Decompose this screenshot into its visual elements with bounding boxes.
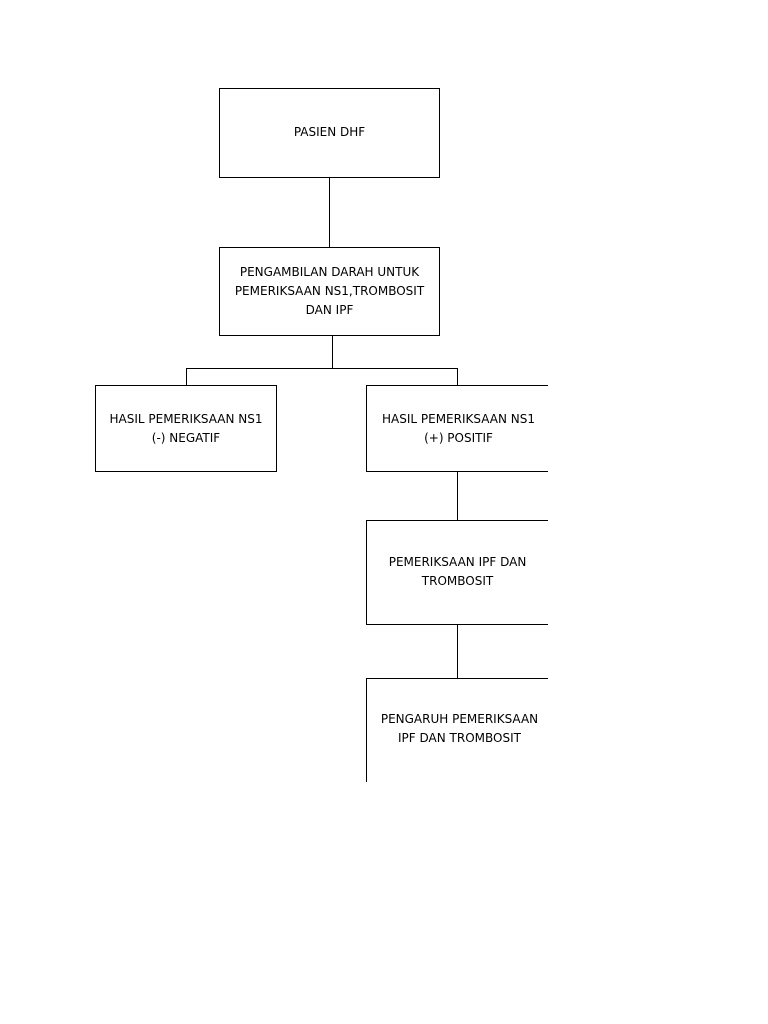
connector-branch-left (186, 368, 187, 385)
node-pasien-dhf-label: PASIEN DHF (293, 125, 366, 139)
node-pengambilan-darah-label: PENGAMBILAN DARAH UNTUK PEMERIKSAAN NS1,… (234, 265, 425, 317)
node-pengaruh-pemeriksaan-label: PENGARUH PEMERIKSAAN IPF DAN TROMBOSIT (380, 712, 539, 745)
node-hasil-negatif-label: HASIL PEMERIKSAAN NS1 (-) NEGATIF (109, 412, 263, 445)
connector-exam-effect (457, 625, 458, 678)
connector-sampling-branch (332, 336, 333, 368)
node-pengambilan-darah: PENGAMBILAN DARAH UNTUK PEMERIKSAAN NS1,… (219, 247, 440, 336)
connector-root-sampling (329, 178, 330, 247)
node-pengaruh-pemeriksaan: PENGARUH PEMERIKSAAN IPF DAN TROMBOSIT (366, 678, 548, 782)
connector-branch-right (457, 368, 458, 385)
node-hasil-positif-label: HASIL PEMERIKSAAN NS1 (+) POSITIF (382, 412, 535, 445)
node-hasil-positif: HASIL PEMERIKSAAN NS1 (+) POSITIF (366, 385, 548, 472)
connector-positive-exam (457, 472, 458, 520)
connector-branch-horizontal (186, 368, 458, 369)
node-pemeriksaan-ipf: PEMERIKSAAN IPF DAN TROMBOSIT (366, 520, 548, 625)
node-hasil-negatif: HASIL PEMERIKSAAN NS1 (-) NEGATIF (95, 385, 277, 472)
node-pemeriksaan-ipf-label: PEMERIKSAAN IPF DAN TROMBOSIT (388, 555, 527, 588)
node-pasien-dhf: PASIEN DHF (219, 88, 440, 178)
